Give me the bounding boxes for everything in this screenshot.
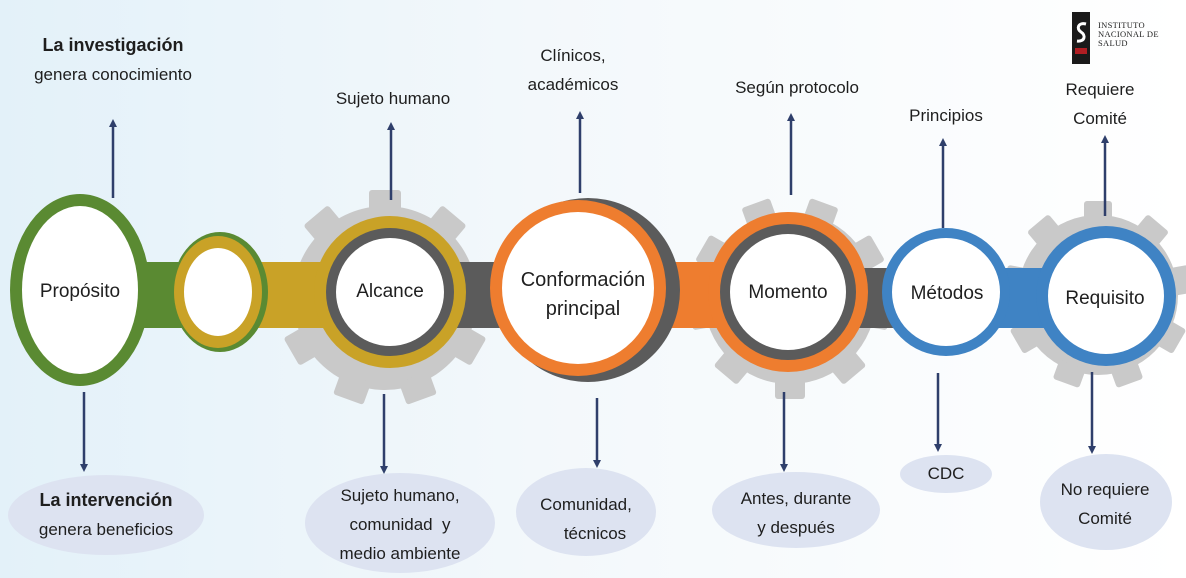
label-comunidad: Comunidad, técnicos <box>520 490 652 548</box>
label-principios: Principios <box>909 106 983 125</box>
label-requiere-2: Comité <box>1073 109 1127 128</box>
ellipse-intervencion <box>8 475 204 555</box>
label-sujeto-1: Sujeto humano, <box>340 486 460 505</box>
label-segun-protocolo: Según protocolo <box>735 78 859 97</box>
label-no-requiere-1: No requiere <box>1060 480 1150 499</box>
label-clinicos: Clínicos, académicos <box>500 41 646 99</box>
node-label-conformacion-2: principal <box>545 298 621 320</box>
node-label-metodos: Métodos <box>910 283 984 304</box>
node-label-requisito: Requisito <box>1065 288 1145 309</box>
logo-line-1: INSTITUTO <box>1098 20 1145 30</box>
node-label-conformacion-1: Conformación <box>520 269 646 291</box>
logo-ins: INSTITUTO NACIONAL DE SALUD <box>1072 12 1172 64</box>
label-requiere-1: Requiere <box>1065 80 1135 99</box>
node-label-alcance: Alcance <box>356 281 424 302</box>
label-intervencion-bold: La intervención <box>39 490 173 510</box>
label-intervencion-rest: genera beneficios <box>38 520 174 539</box>
node-label-proposito: Propósito <box>39 281 121 302</box>
label-antes-2: y después <box>757 518 835 537</box>
ellipse-antes <box>712 472 880 548</box>
ellipse-sujeto <box>305 473 495 573</box>
label-investigacion-bold: La investigación <box>42 35 184 55</box>
label-sujeto-humano: Sujeto humano <box>335 89 451 108</box>
logo-text: INSTITUTO NACIONAL DE SALUD <box>1098 21 1159 48</box>
label-intervencion: La intervención genera beneficios <box>8 486 204 544</box>
label-requiere: Requiere Comité <box>1040 75 1160 133</box>
ins-logo-icon <box>1072 12 1090 64</box>
label-clinicos-2: académicos <box>527 75 619 94</box>
label-antes: Antes, durante y después <box>716 484 876 542</box>
logo-line-2: NACIONAL DE <box>1098 29 1159 39</box>
node-label-momento: Momento <box>748 282 828 303</box>
label-investigacion: La investigación genera conocimiento <box>8 31 218 89</box>
ellipse-comunidad <box>516 468 656 556</box>
label-sujeto-comunidad: Sujeto humano, comunidad y medio ambient… <box>310 481 490 568</box>
label-investigacion-rest: genera conocimiento <box>34 65 192 84</box>
label-sujeto-3: medio ambiente <box>339 544 461 563</box>
logo-line-3: SALUD <box>1098 38 1128 48</box>
label-cdc: CDC <box>927 464 965 483</box>
label-clinicos-1: Clínicos, <box>540 46 606 65</box>
label-comunidad-1: Comunidad, <box>540 495 632 514</box>
label-sujeto-2: comunidad y <box>349 515 451 534</box>
node-label-conformacion: Conformación principal <box>505 266 661 324</box>
ellipse-cdc <box>900 455 992 493</box>
label-no-requiere: No requiere Comité <box>1040 475 1170 533</box>
label-comunidad-2: técnicos <box>563 524 627 543</box>
ellipse-no-requiere <box>1040 454 1172 550</box>
label-antes-1: Antes, durante <box>740 489 852 508</box>
label-no-requiere-2: Comité <box>1078 509 1132 528</box>
